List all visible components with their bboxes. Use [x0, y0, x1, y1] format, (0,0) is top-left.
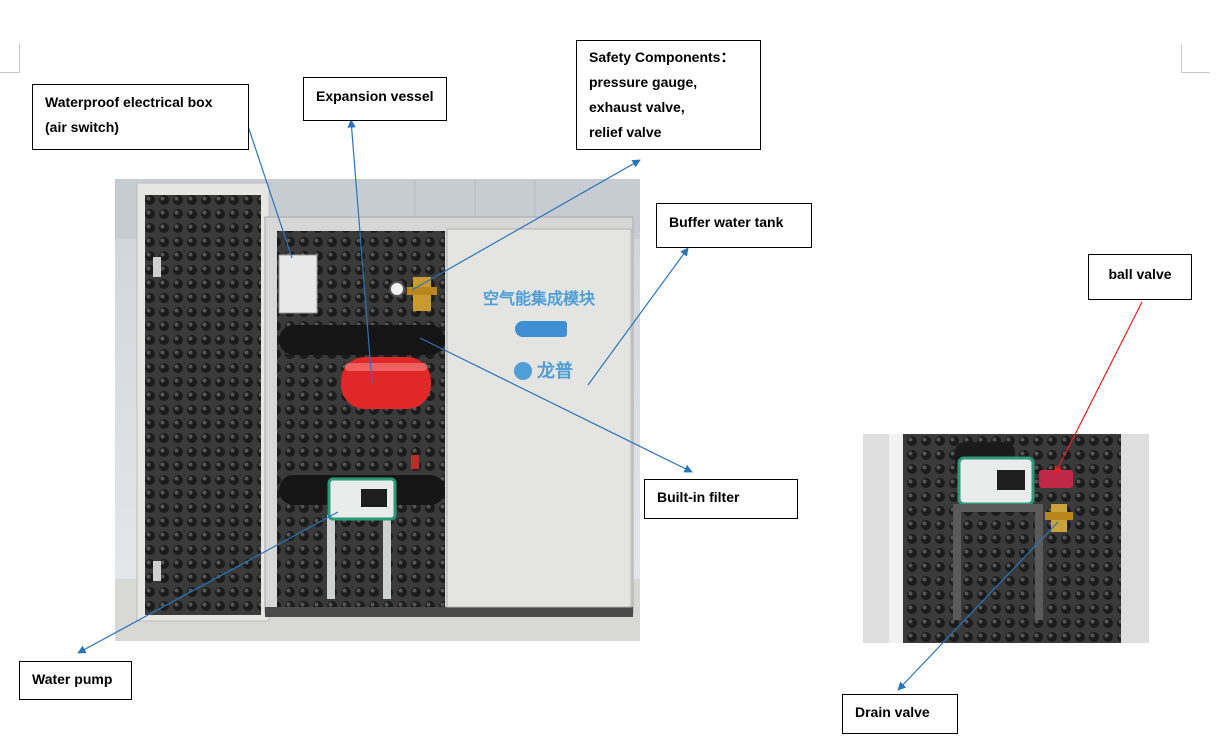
- unit-photo: 空气能集成模块 龙普: [115, 179, 640, 641]
- electrical-box: [278, 254, 318, 314]
- unit-brand-name: 龙普: [537, 360, 573, 382]
- label-electrical-box: Waterproof electrical box (air switch): [32, 84, 249, 150]
- label-expansion-vessel: Expansion vessel: [303, 77, 447, 121]
- label-buffer-tank: Buffer water tank: [656, 203, 812, 248]
- corner-mark-top-right: [1181, 44, 1210, 73]
- label-water-pump: Water pump: [19, 661, 132, 700]
- pressure-gauge: [389, 281, 405, 297]
- label-drain-valve: Drain valve: [842, 694, 958, 734]
- inset-photo: [863, 434, 1149, 643]
- corner-mark-top-left: [0, 44, 20, 73]
- front-panel: [446, 228, 632, 608]
- label-builtin-filter: Built-in filter: [644, 479, 798, 519]
- unit-chinese-title: 空气能集成模块: [483, 289, 596, 308]
- label-safety-components: Safety Components： pressure gauge, exhau…: [576, 40, 761, 150]
- door-foam-panel: [145, 195, 261, 615]
- label-ball-valve: ball valve: [1088, 254, 1192, 300]
- ball-valve: [1039, 470, 1073, 488]
